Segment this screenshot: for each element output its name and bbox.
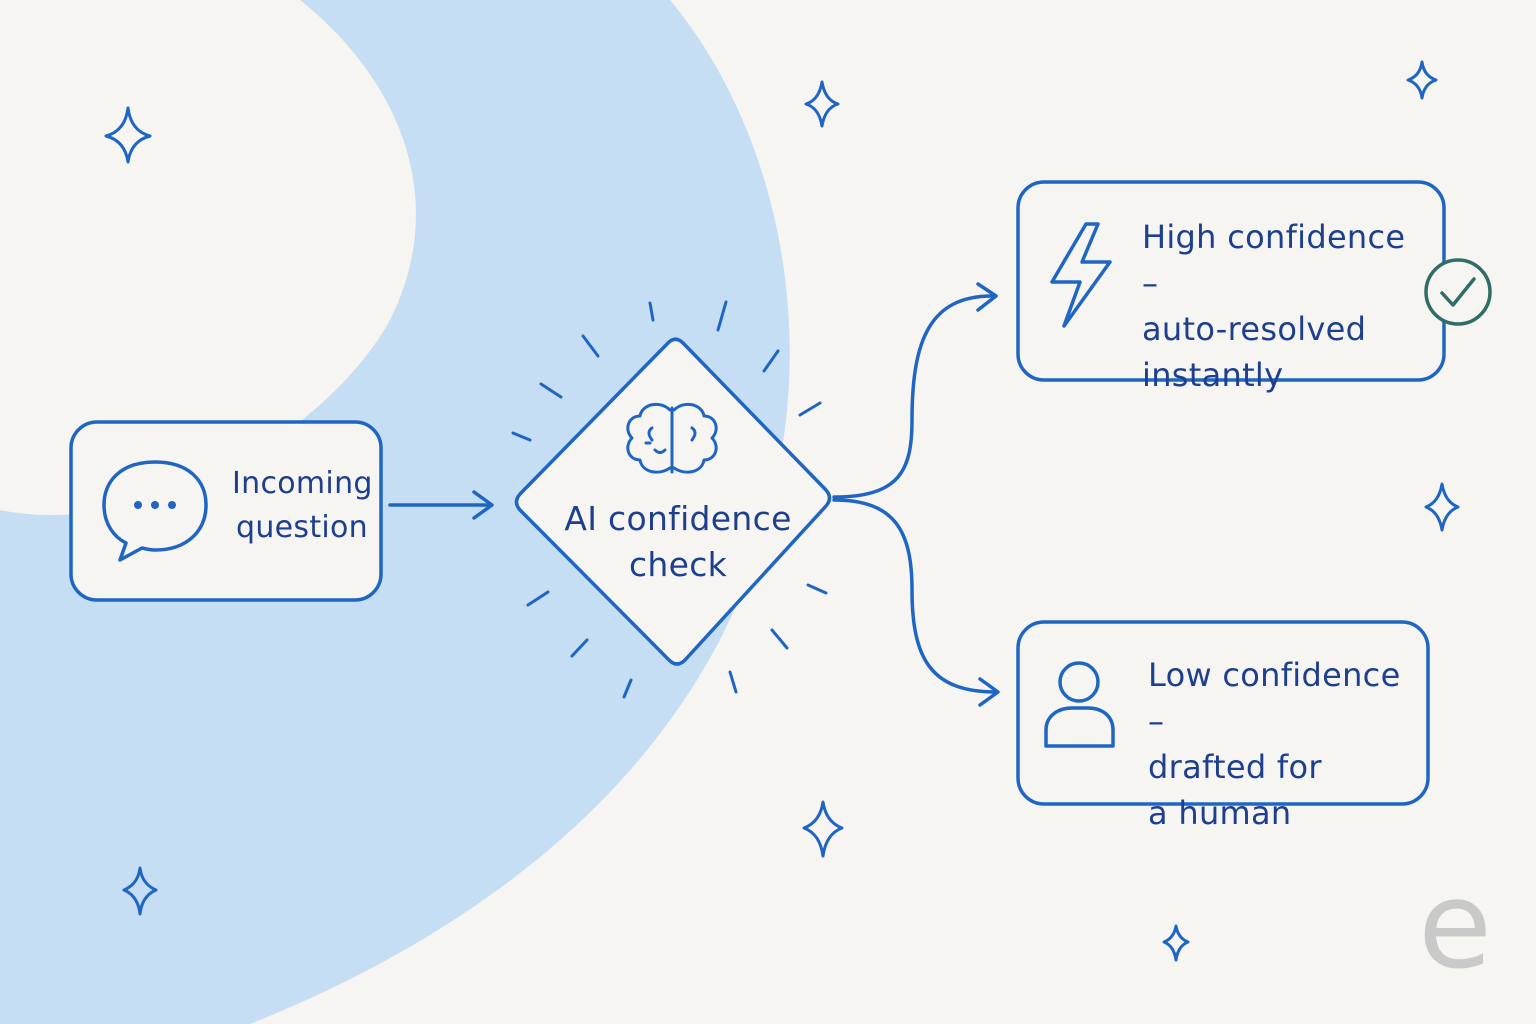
sparkle-icon <box>1406 60 1438 100</box>
sparkle-icon <box>1162 924 1190 962</box>
lightning-icon <box>1050 222 1112 328</box>
brain-icon <box>626 402 718 474</box>
brand-logo: e <box>1418 857 1492 996</box>
chat-bubble-icon <box>102 460 208 562</box>
sparkle-icon <box>1424 482 1460 532</box>
ai-confidence-check-node <box>514 337 832 666</box>
incoming-question-label: Incoming question <box>232 466 373 545</box>
low-confidence-node <box>1016 620 1430 806</box>
person-icon <box>1044 661 1115 748</box>
sparkle-icon <box>104 106 152 164</box>
incoming-question-node <box>69 420 383 602</box>
chat-dots <box>134 501 176 509</box>
sparkle-icon <box>802 800 844 858</box>
glow-rays <box>511 300 828 699</box>
checkmark-circle-icon <box>1424 258 1492 326</box>
sparkle-icon <box>122 866 158 916</box>
low-confidence-label: Low confidence – drafted for a human <box>1148 656 1401 832</box>
branch-to-low <box>832 498 1000 707</box>
background-blob <box>0 0 790 1024</box>
high-confidence-label: High confidence – auto-resolved instantl… <box>1142 218 1406 394</box>
sparkle-icon <box>804 80 840 128</box>
arrow-to-check <box>388 490 494 520</box>
branch-to-high <box>832 282 998 499</box>
ai-confidence-check-label: AI confidence check <box>564 499 792 584</box>
